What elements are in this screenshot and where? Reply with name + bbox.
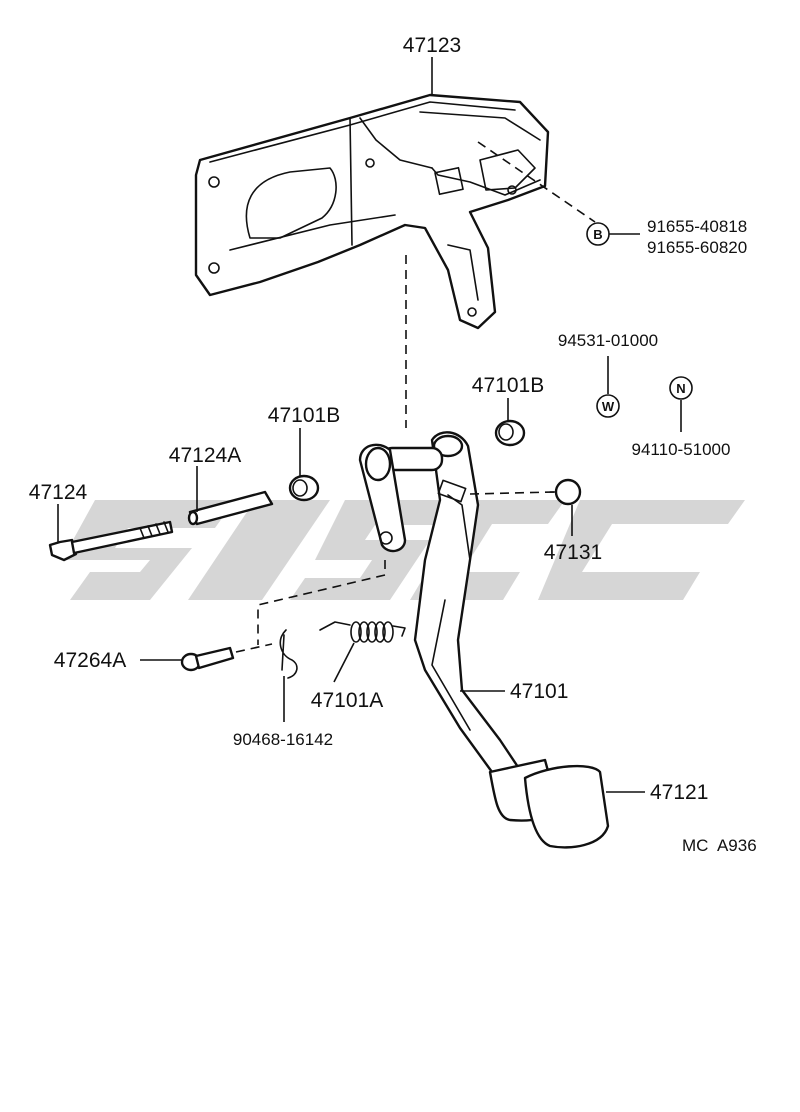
label-bushing-right: 47101B	[472, 374, 544, 397]
label-footer: MC A936	[682, 836, 757, 855]
label-pad: 47121	[650, 781, 708, 804]
label-collar: 47124A	[169, 444, 241, 467]
pin	[180, 646, 235, 672]
nut-symbol: N	[669, 376, 693, 400]
watermark	[62, 500, 745, 600]
label-pedal: 47101	[510, 680, 568, 703]
label-bolt-b-1: 91655-40818	[647, 217, 747, 236]
clip	[279, 629, 298, 679]
label-bolt: 47124	[29, 481, 88, 504]
label-bracket: 47123	[403, 34, 461, 57]
assembly-dash-lines	[235, 141, 596, 653]
bushing-right	[494, 419, 526, 447]
leader-lines	[57, 57, 682, 793]
bushing-left	[288, 474, 320, 502]
washer-letter: W	[602, 399, 615, 414]
clutch-pedal-arm	[358, 431, 522, 774]
label-spring: 47101A	[311, 689, 383, 712]
label-washer: 94531-01000	[558, 331, 658, 350]
spring	[319, 621, 406, 643]
nut-letter: N	[676, 381, 685, 396]
label-clip: 90468-16142	[233, 730, 333, 749]
pedal-bracket	[194, 93, 550, 330]
bolt-b-symbol: B	[586, 222, 610, 246]
pedal-pad	[488, 758, 610, 849]
collar	[187, 490, 274, 526]
bolt	[48, 520, 174, 562]
label-stopper: 47131	[544, 541, 602, 564]
label-nut: 94110-51000	[632, 440, 731, 459]
washer-symbol: W	[596, 394, 620, 418]
label-pin: 47264A	[54, 649, 126, 672]
label-bushing-left: 47101B	[268, 404, 340, 427]
label-bolt-b-2: 91655-60820	[647, 238, 747, 257]
bolt-b-letter: B	[593, 227, 602, 242]
